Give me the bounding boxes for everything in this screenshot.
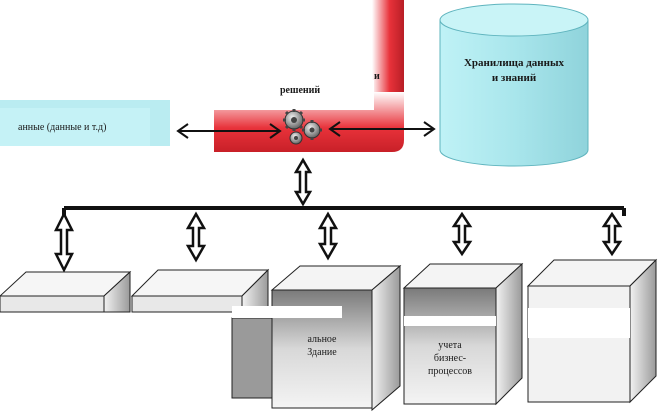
subsystem-box-3: альное Здание bbox=[231, 264, 402, 412]
subsystem-box-4: учета бизнес- процессов bbox=[402, 262, 524, 406]
arrow-bus-to-box-4 bbox=[451, 211, 473, 257]
box-3-left-face bbox=[231, 317, 273, 399]
arrow-bus-to-box-2 bbox=[185, 211, 207, 263]
storage-label-line2: и знаний bbox=[492, 72, 537, 84]
box-5-label-mask bbox=[528, 308, 630, 338]
box-4-line-2: бизнес- bbox=[434, 353, 466, 364]
box-4-line-3: процессов bbox=[428, 366, 472, 377]
arrow-bus-to-box-1 bbox=[53, 211, 75, 273]
storage-cylinder-top bbox=[439, 3, 589, 37]
decision-block-label: решений bbox=[280, 85, 320, 96]
box-4-label-mask bbox=[404, 316, 496, 326]
subsystem-box-2 bbox=[130, 268, 270, 313]
left-data-panel: анные (данные и т.д) bbox=[0, 100, 170, 146]
storage-cylinder-body bbox=[439, 20, 589, 167]
decision-block-label-bg bbox=[214, 80, 374, 110]
arrow-left-to-gears bbox=[176, 123, 282, 139]
box-3-line-1: альное bbox=[308, 334, 338, 345]
arrow-bus-to-box-5 bbox=[601, 211, 623, 257]
box-3-label-mask bbox=[232, 306, 342, 318]
storage-cylinder: Хранилища данных и знаний bbox=[439, 3, 589, 167]
subsystem-box-1 bbox=[0, 270, 132, 313]
arrow-gears-to-bus bbox=[293, 157, 313, 207]
gears-icon bbox=[283, 109, 322, 145]
decision-block-fragment: и bbox=[374, 71, 380, 82]
box-3-line-2: Здание bbox=[307, 347, 337, 358]
box-4-line-1: учета bbox=[438, 340, 462, 351]
subsystem-box-5 bbox=[526, 258, 658, 404]
left-panel-inner bbox=[0, 108, 150, 146]
arrow-bus-to-box-3 bbox=[317, 211, 339, 261]
decision-block: решений и bbox=[214, 0, 404, 152]
bus-line bbox=[62, 206, 626, 216]
left-panel-label: анные (данные и т.д) bbox=[18, 122, 106, 133]
storage-label-line1: Хранилища данных bbox=[464, 57, 565, 69]
arrow-gears-to-storage bbox=[328, 121, 436, 137]
